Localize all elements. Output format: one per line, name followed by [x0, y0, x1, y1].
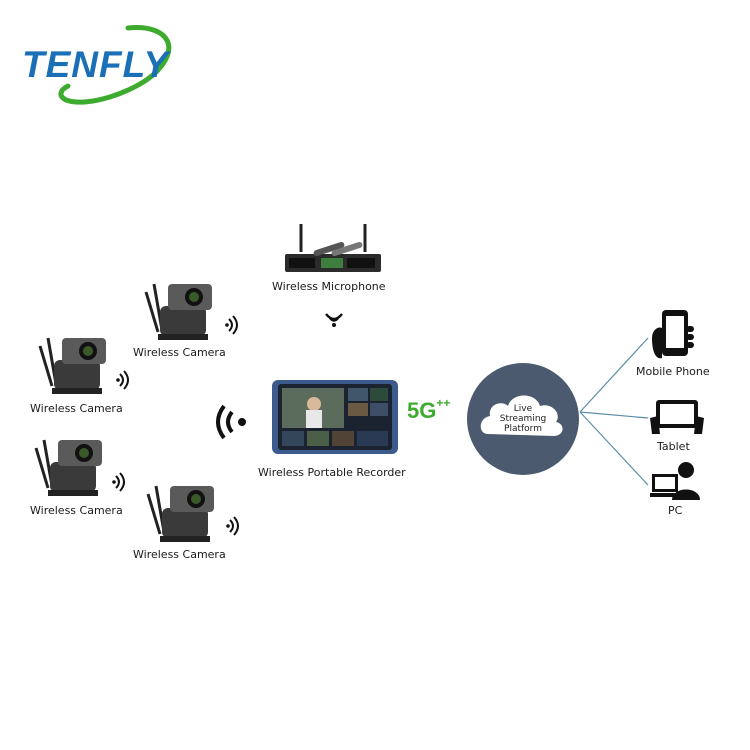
camera-label: Wireless Camera	[133, 548, 226, 561]
cloud-platform-icon	[467, 363, 579, 475]
logo-wordmark: TENFLY	[22, 44, 170, 85]
wifi-signal-icon	[325, 313, 343, 327]
network-suffix: ++	[436, 395, 451, 410]
network-label: 5G	[407, 398, 437, 423]
ptz-camera-icon	[146, 485, 214, 542]
recorder-label: Wireless Portable Recorder	[258, 466, 406, 479]
cloud-line-2: Streaming	[499, 414, 547, 424]
wifi-signal-icon	[216, 404, 246, 440]
ptz-camera-icon	[38, 337, 106, 394]
logo-swoosh	[58, 25, 172, 105]
wifi-signal-icon	[226, 516, 239, 536]
camera-label: Wireless Camera	[133, 346, 226, 359]
camera-label: Wireless Camera	[30, 504, 123, 517]
wifi-signal-icon	[225, 315, 238, 335]
wifi-signal-icon	[116, 370, 129, 390]
output-label: Mobile Phone	[636, 365, 710, 378]
pc-user-icon	[650, 462, 700, 500]
output-label: Tablet	[657, 440, 690, 453]
cloud-line-1: Live	[513, 404, 533, 414]
output-label: PC	[668, 504, 683, 517]
ptz-camera-icon	[144, 283, 212, 340]
cloud-line-3: Platform	[504, 424, 542, 434]
mobile-phone-icon	[652, 310, 694, 359]
wireless-microphone-icon	[285, 224, 381, 272]
microphone-label: Wireless Microphone	[272, 280, 386, 293]
portable-recorder-icon	[272, 380, 398, 454]
ptz-camera-icon	[34, 439, 102, 496]
wifi-signal-icon	[112, 472, 125, 492]
camera-label: Wireless Camera	[30, 402, 123, 415]
network-5g-badge: 5G++	[407, 395, 451, 424]
tablet-icon	[650, 400, 704, 434]
